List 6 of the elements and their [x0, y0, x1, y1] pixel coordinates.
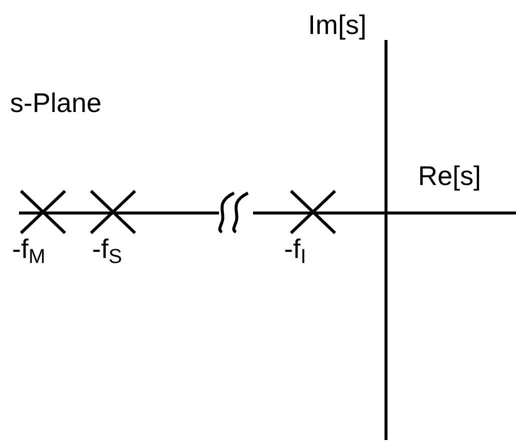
- axis-label: s-Plane: [10, 90, 102, 117]
- axis-label: Re[s]: [418, 163, 482, 190]
- pole-label: -f$_{I}$: [284, 236, 306, 263]
- axis-label: Im[s]: [308, 12, 366, 39]
- pole-label: -f$_{S}$: [92, 236, 122, 263]
- pole-label: -f$_{M}$: [12, 236, 46, 263]
